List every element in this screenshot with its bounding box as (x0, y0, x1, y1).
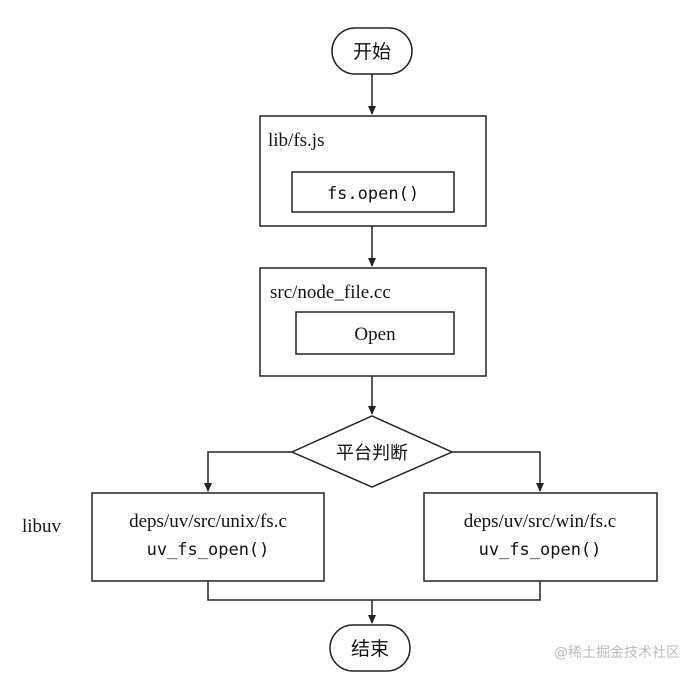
win-uv-fs-open-label: uv_fs_open() (479, 540, 602, 560)
start-label: 开始 (353, 41, 391, 63)
node-file-path-label: src/node_file.cc (270, 282, 391, 303)
platform-decision-node (290, 415, 454, 488)
decision-label: 平台判断 (336, 443, 408, 464)
fs-open-label: fs.open() (327, 184, 419, 204)
open-label: Open (354, 324, 396, 345)
fs-open-box (291, 171, 455, 213)
open-box (295, 311, 455, 355)
win-fs-block (423, 492, 658, 582)
win-fs-path-label: deps/uv/src/win/fs.c (464, 511, 617, 532)
connector-decision-to-unix (204, 451, 292, 492)
connector-decision-to-win (452, 451, 544, 492)
unix-fs-block (91, 492, 325, 582)
end-node (329, 624, 411, 672)
fs-js-path-label: lib/fs.js (268, 130, 324, 151)
unix-uv-fs-open-label: uv_fs_open() (147, 540, 270, 560)
libuv-label: libuv (22, 516, 62, 537)
connector-branches-merge (207, 581, 541, 601)
end-label: 结束 (351, 638, 389, 660)
node-file-block (259, 267, 487, 377)
watermark: @稀土掘金技术社区 (554, 645, 680, 661)
unix-fs-path-label: deps/uv/src/unix/fs.c (129, 511, 287, 532)
fs-js-block (259, 115, 487, 227)
